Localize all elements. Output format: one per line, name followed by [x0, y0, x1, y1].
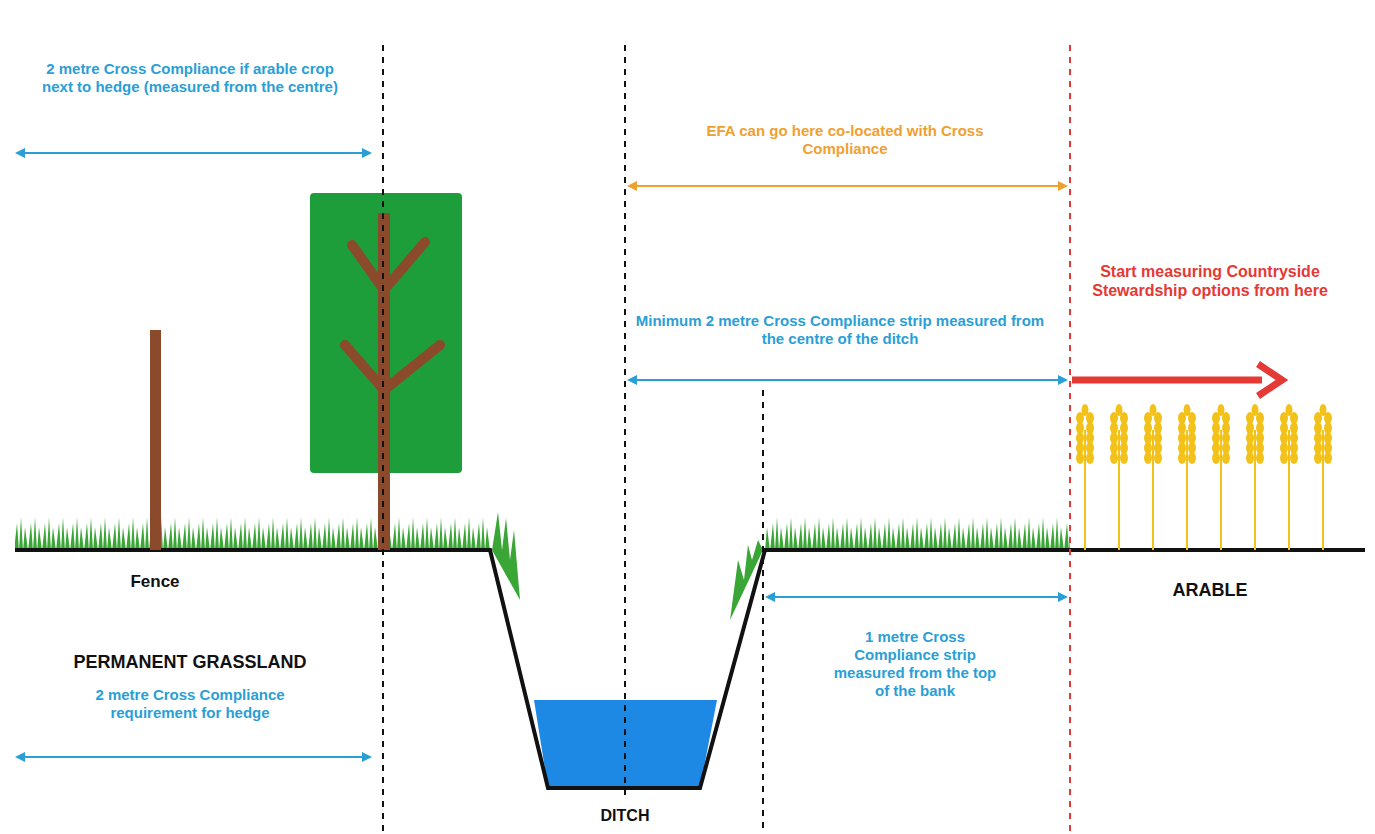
wheat-grain	[1188, 452, 1196, 464]
wheat-stem	[1288, 430, 1290, 550]
wheat-grain	[1222, 452, 1230, 464]
stewardship-arrow	[1072, 377, 1262, 384]
region-label: PERMANENT GRASSLAND	[40, 652, 340, 674]
dimension-arrow	[629, 185, 1066, 187]
wheat-grain	[1252, 404, 1259, 416]
wheat-grain	[1082, 404, 1089, 416]
instruction-note: Start measuring Countryside Stewardship …	[1085, 262, 1335, 300]
dimension-arrow	[629, 379, 1066, 381]
dimension-note: 2 metre Cross Compliance requirement for…	[55, 686, 325, 722]
wheat-grain	[1212, 452, 1220, 464]
wheat-stem	[1186, 430, 1188, 550]
wheat-grain	[1320, 404, 1327, 416]
wheat-grain	[1144, 452, 1152, 464]
hedge-centre-line	[382, 45, 384, 834]
grass	[765, 515, 1070, 550]
wheat-grain	[1154, 452, 1162, 464]
wheat-grain	[1150, 404, 1157, 416]
dimension-note: Minimum 2 metre Cross Compliance strip m…	[635, 312, 1045, 348]
wheat-grain	[1178, 452, 1186, 464]
bank-grass	[492, 512, 520, 600]
dimension-note: 2 metre Cross Compliance if arable crop …	[40, 60, 340, 96]
wheat-grain	[1184, 404, 1191, 416]
wheat-grain	[1116, 404, 1123, 416]
wheat-stem	[1152, 430, 1154, 550]
ditch-centre-line	[624, 45, 626, 798]
dimension-arrow	[17, 152, 370, 154]
tree-branches	[345, 242, 440, 390]
stewardship-arrowhead	[1258, 364, 1282, 396]
wheat-stem	[1118, 430, 1120, 550]
wheat-grain	[1286, 404, 1293, 416]
region-label: ARABLE	[1130, 580, 1290, 602]
wheat-grain	[1120, 452, 1128, 464]
wheat-crop	[1076, 404, 1332, 550]
dimension-arrow	[17, 756, 370, 758]
dimension-note: 1 metre Cross Compliance strip measured …	[828, 628, 1003, 700]
wheat-grain	[1246, 452, 1254, 464]
ground-line	[15, 550, 1365, 788]
dimension-arrow	[767, 596, 1066, 598]
wheat-grain	[1218, 404, 1225, 416]
dimension-note: EFA can go here co-located with Cross Co…	[680, 122, 1010, 158]
wheat-stem	[1254, 430, 1256, 550]
grass	[15, 515, 490, 550]
wheat-grain	[1280, 452, 1288, 464]
wheat-stem	[1322, 430, 1324, 550]
wheat-grain	[1256, 452, 1264, 464]
part-label: Fence	[95, 572, 215, 592]
bank-top-line	[762, 390, 764, 834]
wheat-grain	[1290, 452, 1298, 464]
part-label: DITCH	[565, 806, 685, 825]
wheat-stem	[1084, 430, 1086, 550]
wheat-grain	[1324, 452, 1332, 464]
wheat-grain	[1110, 452, 1118, 464]
wheat-stem	[1220, 430, 1222, 550]
wheat-grain	[1086, 452, 1094, 464]
stewardship-start-line	[1069, 45, 1071, 834]
fence-post	[150, 330, 161, 550]
wheat-grain	[1314, 452, 1322, 464]
wheat-grain	[1076, 452, 1084, 464]
